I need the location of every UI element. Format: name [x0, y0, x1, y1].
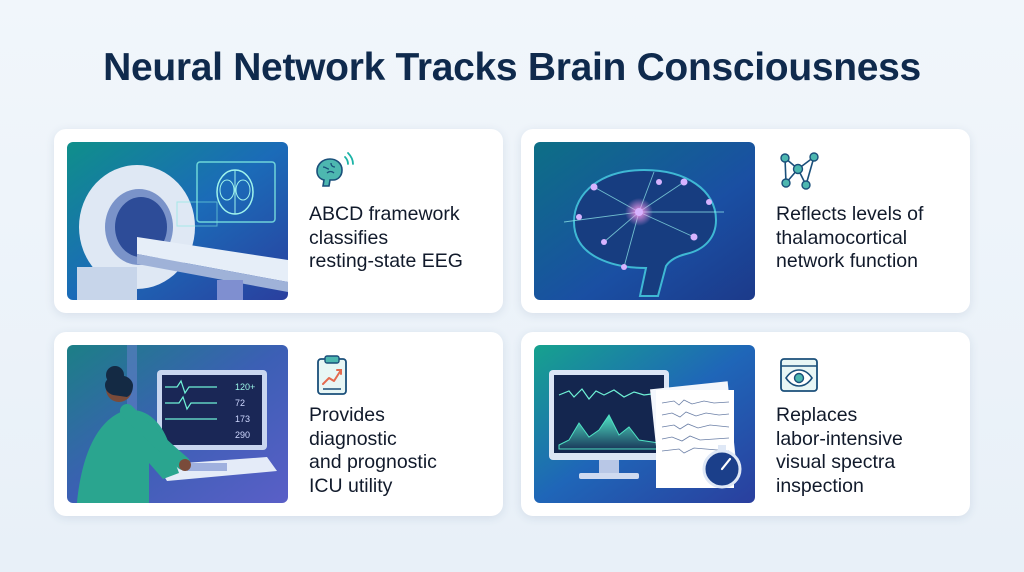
card-spectra-inspection: Replaces labor-intensive visual spectra … [521, 332, 970, 516]
mri-scanner-illustration [67, 142, 288, 300]
brain-network-illustration [534, 142, 755, 300]
icu-monitor-illustration: 120+ 72 173 290 [67, 345, 288, 503]
card-text: ABCD framework classifies resting-state … [309, 203, 463, 272]
card-text: Replaces labor-intensive visual spectra … [776, 404, 903, 497]
page-title: Neural Network Tracks Brain Consciousnes… [103, 46, 921, 89]
card-abcd-framework: ABCD framework classifies resting-state … [54, 129, 503, 313]
brain-signal-icon [309, 149, 355, 195]
card-text: Provides diagnostic and prognostic ICU u… [309, 404, 437, 497]
monitor-value-1: 120+ [235, 382, 255, 392]
card-thalamocortical: Reflects levels of thalamocortical netwo… [521, 129, 970, 313]
eye-screen-icon [776, 352, 822, 398]
clipboard-chart-icon [309, 352, 355, 398]
spectra-monitor-illustration [534, 345, 755, 503]
monitor-value-3: 173 [235, 414, 250, 424]
card-icu-utility: 120+ 72 173 290 Provides diagnostic and … [54, 332, 503, 516]
network-nodes-icon [776, 149, 822, 195]
monitor-value-4: 290 [235, 430, 250, 440]
card-text: Reflects levels of thalamocortical netwo… [776, 203, 924, 272]
monitor-value-2: 72 [235, 398, 245, 408]
